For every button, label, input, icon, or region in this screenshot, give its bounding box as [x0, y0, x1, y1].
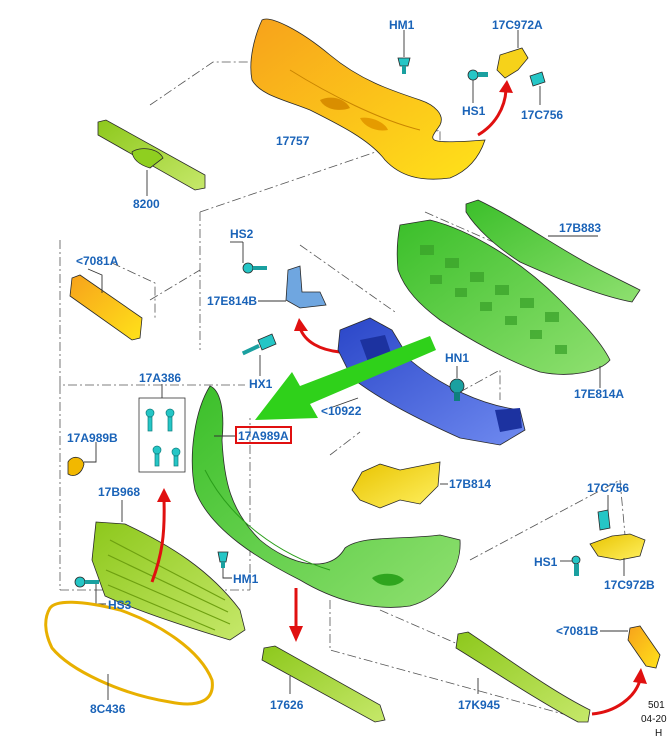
clip-hx1	[241, 333, 277, 356]
screw-hs2	[242, 262, 267, 274]
footer-code-line3: H	[655, 728, 662, 739]
label-17757[interactable]: 17757	[276, 134, 310, 148]
label-hm1-bottom[interactable]: HM1	[233, 572, 259, 586]
label-10922[interactable]: <10922	[321, 404, 362, 418]
part-17a989a-fascia	[191, 385, 461, 608]
label-17e814b[interactable]: 17E814B	[207, 294, 257, 308]
screw-hs1-top	[467, 69, 488, 81]
label-17b968[interactable]: 17B968	[98, 485, 140, 499]
label-17k945[interactable]: 17K945	[458, 698, 500, 712]
red-arrow-hx1	[298, 327, 341, 354]
label-17626[interactable]: 17626	[270, 698, 304, 712]
label-7081b[interactable]: <7081B	[556, 624, 599, 638]
clip-hm1-top	[397, 57, 411, 74]
part-17b814-bracket	[351, 461, 441, 509]
label-hx1[interactable]: HX1	[249, 377, 273, 391]
part-7081b-bracket	[627, 625, 661, 669]
part-8200-strip	[97, 119, 206, 191]
clip-17c756-bottom	[597, 509, 611, 531]
footer-code-line1: 501	[648, 700, 665, 711]
label-hs1-bottom[interactable]: HS1	[534, 555, 558, 569]
part-17c972b-bracket	[589, 533, 646, 561]
screw-hs3	[74, 576, 99, 588]
box-17a386-hardware	[138, 397, 186, 473]
label-17e814a[interactable]: 17E814A	[574, 387, 624, 401]
part-17e814a-carrier	[396, 219, 611, 375]
screw-hs1-bottom	[571, 555, 581, 576]
label-17a386[interactable]: 17A386	[139, 371, 181, 385]
clip-hm1-bottom	[217, 551, 229, 568]
green-arrow	[255, 336, 436, 420]
part-7081a-bracket	[69, 274, 143, 341]
red-arrow-17b968	[150, 499, 166, 583]
label-hm1-top[interactable]: HM1	[389, 18, 415, 32]
label-7081a[interactable]: <7081A	[76, 254, 119, 268]
part-8c436-gasket	[44, 600, 214, 706]
part-17k945-strip	[455, 631, 591, 723]
clip-17c756-top	[529, 71, 546, 87]
label-hs2[interactable]: HS2	[230, 227, 254, 241]
label-8c436[interactable]: 8C436	[90, 702, 126, 716]
label-17c756-top[interactable]: 17C756	[521, 108, 563, 122]
label-17b883[interactable]: 17B883	[559, 221, 601, 235]
label-8200[interactable]: 8200	[133, 197, 160, 211]
part-17a989b-cap	[67, 456, 85, 476]
label-17b814[interactable]: 17B814	[449, 477, 491, 491]
label-hs1-top[interactable]: HS1	[462, 104, 486, 118]
part-17e814b-bracket	[285, 265, 327, 309]
part-17b883-absorber	[465, 199, 641, 303]
part-17c972a-bracket	[496, 47, 529, 79]
label-17c756-bottom[interactable]: 17C756	[587, 481, 629, 495]
part-17b968-grille	[91, 521, 246, 641]
label-17a989a[interactable]: 17A989A	[238, 429, 289, 443]
red-arrow-7081b	[591, 679, 642, 716]
footer-code-line2: 04-20	[641, 714, 667, 725]
label-17a989b[interactable]: 17A989B	[67, 431, 118, 445]
red-arrow-top	[477, 89, 508, 137]
highlight-box-17a989a	[235, 426, 292, 444]
label-hs3[interactable]: HS3	[108, 598, 132, 612]
label-17c972a[interactable]: 17C972A	[492, 18, 543, 32]
clip-hn1	[449, 378, 465, 401]
label-hn1[interactable]: HN1	[445, 351, 469, 365]
part-17757-bumper-cover	[250, 18, 486, 180]
label-17c972b[interactable]: 17C972B	[604, 578, 655, 592]
part-17626-strip	[261, 645, 386, 723]
